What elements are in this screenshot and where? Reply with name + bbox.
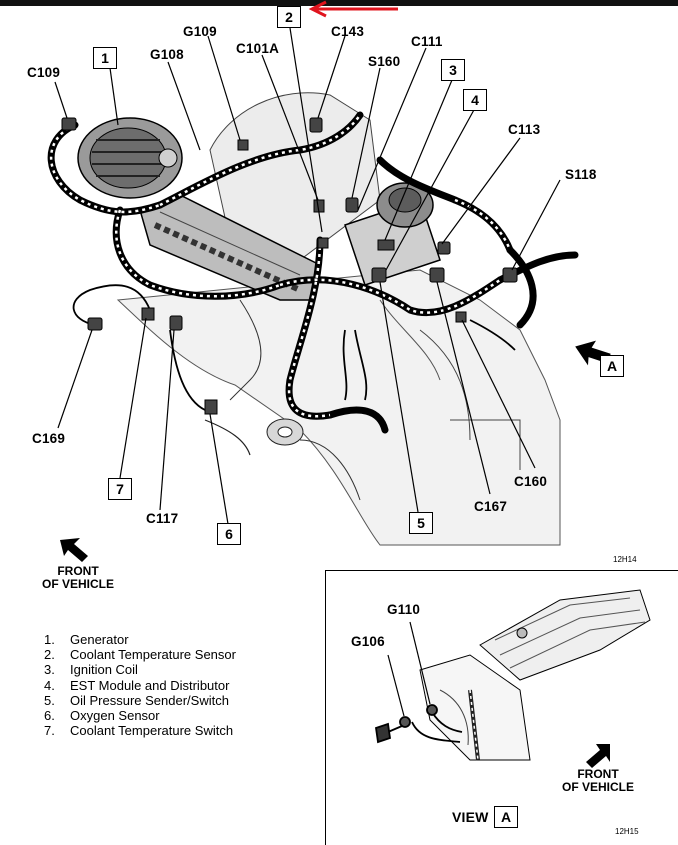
legend-num: 6.: [44, 708, 55, 724]
figure-id-inset: 12H15: [615, 827, 639, 836]
callout-box-3: 3: [441, 59, 465, 81]
inset-engine: [419, 589, 651, 761]
callout-box-1: 1: [93, 47, 117, 69]
view-a-inset-frame: [325, 570, 678, 845]
label-c111: C111: [411, 34, 443, 49]
legend-num: 3.: [44, 662, 55, 678]
label-c113: C113: [508, 122, 541, 137]
callout-box-2: 2: [277, 6, 301, 28]
label-g109: G109: [183, 24, 217, 39]
front-arrow-main: [60, 538, 88, 562]
view-a-box: A: [494, 806, 518, 828]
legend-text: EST Module and Distributor: [70, 677, 230, 693]
engine-block: [116, 92, 561, 546]
legend-item: 5. Oil Pressure Sender/Switch: [44, 693, 236, 708]
leader-lines: [54, 27, 561, 525]
view-a-arrow-box: A: [600, 355, 624, 377]
callout-box-5: 5: [409, 512, 433, 534]
thin-wires: [72, 284, 516, 411]
callout-box-4: 4: [463, 89, 487, 111]
callout-box-6: 6: [217, 523, 241, 545]
legend-item: 6. Oxygen Sensor: [44, 708, 236, 723]
front-of-vehicle-main: FRONT OF VEHICLE: [38, 565, 118, 591]
component-legend: 1. Generator 2. Coolant Temperature Sensor…: [44, 632, 236, 738]
inset-leader-lines: [387, 621, 431, 717]
label-c143: C143: [331, 24, 365, 39]
view-label: VIEW: [452, 809, 489, 825]
legend-num: 7.: [44, 723, 55, 739]
legend-num: 5.: [44, 692, 55, 708]
wiring-harness-inner: [49, 114, 512, 418]
legend-item: 7. Coolant Temperature Switch: [44, 723, 236, 738]
legend-num: 1.: [44, 632, 55, 647]
connectors: [61, 117, 518, 415]
legend-item: 4. EST Module and Distributor: [44, 678, 236, 693]
label-g106: G106: [351, 634, 385, 649]
front-word: FRONT: [577, 767, 619, 781]
label-g108: G108: [150, 47, 184, 62]
callout-box-7: 7: [108, 478, 132, 500]
generator: [77, 117, 183, 199]
of-vehicle-words: OF VEHICLE: [41, 577, 114, 591]
front-arrow-inset: [586, 744, 610, 768]
legend-text: Coolant Temperature Sensor: [70, 647, 236, 663]
inset-ground-wires: [375, 704, 463, 744]
front-word: FRONT: [57, 564, 99, 578]
legend-text: Ignition Coil: [70, 662, 138, 678]
legend-num: 2.: [44, 647, 55, 663]
legend-num: 4.: [44, 677, 55, 693]
top-border: [0, 0, 678, 6]
legend-text: Oil Pressure Sender/Switch: [70, 692, 229, 708]
label-c160: C160: [514, 474, 548, 489]
label-c109: C109: [27, 65, 61, 80]
legend-item: 3. Ignition Coil: [44, 662, 236, 677]
red-annotation-arrow: [308, 0, 398, 18]
figure-id-main: 12H14: [613, 555, 637, 564]
label-c169: C169: [32, 431, 66, 446]
label-s118: S118: [565, 167, 597, 182]
legend-item: 1. Generator: [44, 632, 236, 647]
of-vehicle-words: OF VEHICLE: [561, 780, 634, 794]
legend-text: Oxygen Sensor: [70, 708, 160, 724]
legend-item: 2. Coolant Temperature Sensor: [44, 647, 236, 662]
legend-text: Generator: [70, 632, 129, 647]
label-c117: C117: [146, 511, 179, 526]
label-g110: G110: [387, 602, 421, 617]
front-of-vehicle-inset: FRONT OF VEHICLE: [548, 768, 648, 794]
label-c101a: C101A: [236, 41, 280, 56]
legend-text: Coolant Temperature Switch: [70, 723, 234, 739]
label-s160: S160: [368, 54, 401, 69]
label-c167: C167: [474, 499, 508, 514]
